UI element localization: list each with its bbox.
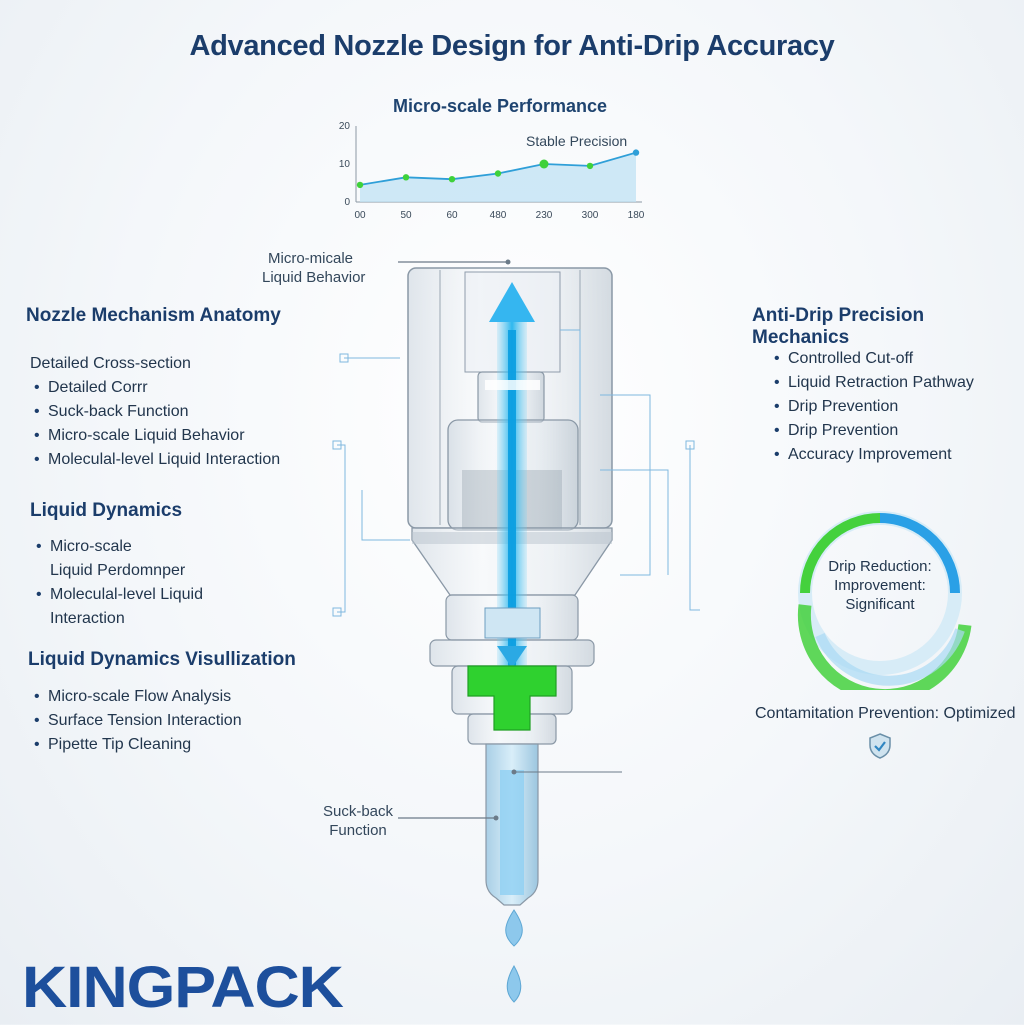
- list-item: Moleculal-level Liquid Interaction: [34, 448, 330, 472]
- list-item: Liquid Retraction Pathway: [774, 371, 1008, 395]
- list-item: Pipette Tip Cleaning: [34, 733, 308, 757]
- chart-point: [448, 176, 456, 183]
- flow-arrow-down: [497, 646, 527, 668]
- chart-point: [356, 181, 364, 189]
- chart-x-tick-label: 480: [490, 210, 507, 221]
- ring-label: Drip Reduction: Improvement: Significant: [828, 558, 932, 613]
- list-item: Detailed Cross-section: [30, 355, 191, 372]
- top-callout-label: Micro-micale Liquid Behavior: [262, 250, 366, 286]
- chart-y-tick-label: 10: [339, 159, 351, 170]
- chart-y-ticks: 0 10 20: [339, 121, 351, 208]
- ring-green-arc: [800, 513, 881, 594]
- chart-points-group: [356, 149, 640, 189]
- list-item: Micro-scale Liquid Behavior: [34, 424, 330, 448]
- chart-point: [402, 174, 410, 181]
- green-valve: [467, 665, 557, 731]
- list-item: Micro-scale Flow Analysis: [34, 685, 308, 709]
- chart-title: Micro-scale Performance: [392, 96, 608, 116]
- dynamics-heading: Liquid Dynamics: [30, 500, 183, 521]
- chart-point: [632, 149, 640, 156]
- chart-x-tick-label: 180: [628, 210, 645, 221]
- chart-x-tick-label: 300: [582, 210, 599, 221]
- list-item: Detailed Corrr: [34, 376, 330, 400]
- list-item: Drip Prevention: [774, 395, 1008, 419]
- visualization-list: Micro-scale Flow Analysis Surface Tensio…: [34, 685, 308, 757]
- chart-x-tick-label: 00: [354, 210, 366, 221]
- chart-annotation: Stable Precision: [526, 133, 627, 149]
- ring-green-lower-arc: [797, 604, 972, 690]
- performance-chart: 0 10 20 00 50 60 480 230 300 180 Stable Precisio…: [339, 121, 645, 221]
- mechanics-heading: Anti-Drip Precision Mechanics: [752, 305, 925, 348]
- chart-y-tick-label: 20: [339, 121, 351, 132]
- list-item: Accuracy Improvement: [774, 443, 1008, 467]
- anatomy-list: Detailed Cross-section Detailed Corrr Su…: [30, 352, 330, 472]
- kingpack-logo: KINGPACK: [22, 955, 344, 1020]
- chart-point: [586, 162, 594, 170]
- chart-point: [539, 159, 549, 169]
- chart-x-ticks: 00 50 60 480 230 300 180: [354, 210, 644, 221]
- chart-x-tick-label: 230: [536, 210, 553, 221]
- list-item: Surface Tension Interaction: [34, 709, 308, 733]
- chart-area-group: [359, 151, 637, 202]
- bottom-callout-label: Suck-back Function: [322, 803, 394, 839]
- visualization-heading: Liquid Dynamics Visullization: [28, 649, 296, 670]
- list-item: Suck-back Function: [34, 400, 330, 424]
- chart-x-tick-label: 60: [446, 210, 458, 221]
- chart-y-tick-label: 0: [344, 197, 350, 208]
- contamination-label: Contamitation Prevention: Optimized: [755, 705, 1016, 722]
- anatomy-heading: Nozzle Mechanism Anatomy: [26, 305, 281, 326]
- list-item: Controlled Cut-off: [774, 347, 1008, 371]
- nozzle-diagram: [332, 259, 700, 1003]
- droplet-icon: [505, 909, 523, 947]
- mechanics-list: Controlled Cut-off Liquid Retraction Pat…: [774, 347, 1008, 467]
- shield-check-icon: [869, 733, 891, 759]
- droplet-icon: [506, 964, 522, 1003]
- chart-point: [494, 170, 502, 177]
- flow-arrow-up: [489, 282, 535, 322]
- ring-blue-arc: [879, 513, 960, 594]
- list-item: Drip Prevention: [774, 419, 1008, 443]
- drip-reduction-ring: [797, 511, 972, 690]
- page-title: Advanced Nozzle Design for Anti-Drip Acc…: [189, 30, 835, 62]
- chart-x-tick-label: 50: [400, 210, 412, 221]
